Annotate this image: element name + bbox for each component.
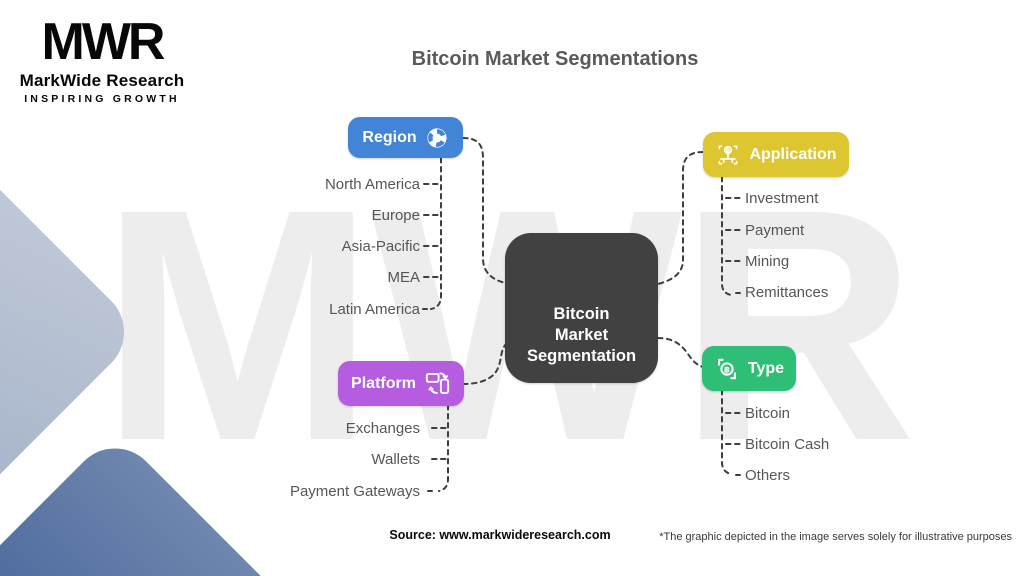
platform-label: Platform	[351, 374, 416, 392]
center-node-line: Market	[554, 326, 609, 344]
region-item: North America	[324, 176, 420, 193]
center-node-line: Bitcoin	[553, 305, 610, 323]
type-item: Bitcoin	[745, 405, 791, 422]
platform-item: Payment Gateways	[289, 483, 420, 500]
workstation-icon: ฿	[718, 145, 738, 164]
application-item: Investment	[745, 190, 819, 207]
platform-item: Wallets	[371, 451, 420, 468]
logo-monogram: MWR	[41, 13, 166, 71]
type-item: Others	[745, 467, 791, 484]
branch-node-platform[interactable]: Platform	[338, 361, 464, 406]
region-item: Asia-Pacific	[341, 238, 420, 255]
application-label: Application	[749, 145, 837, 163]
region-item: MEA	[387, 269, 420, 286]
markwide-logo: MWR MarkWide Research INSPIRING GROWTH	[16, 14, 188, 105]
application-item: Remittances	[745, 284, 829, 301]
application-item: Mining	[745, 253, 790, 270]
globe-icon	[427, 127, 447, 148]
svg-text:฿: ฿	[724, 365, 730, 375]
logo-tagline: INSPIRING GROWTH	[24, 93, 180, 105]
source-text: Source: www.markwideresearch.com	[389, 528, 611, 542]
devices-sync-icon	[425, 372, 450, 395]
platform-item: Exchanges	[345, 420, 420, 437]
region-item: Latin America	[329, 301, 420, 318]
page-title: Bitcoin Market Segmentations	[411, 48, 699, 70]
logo-name: MarkWide Research	[19, 71, 185, 90]
branch-node-region[interactable]: Region	[348, 117, 463, 158]
svg-text:฿: ฿	[726, 146, 731, 154]
type-item: Bitcoin Cash	[745, 436, 830, 453]
center-node: Bitcoin Market Segmentation	[505, 233, 658, 383]
application-item: Payment	[745, 222, 805, 239]
bitcoin-exchange-icon: ฿	[717, 358, 736, 379]
center-node-line: Segmentation	[526, 347, 637, 365]
region-label: Region	[362, 128, 417, 146]
branch-node-type[interactable]: ฿ Type	[702, 346, 796, 391]
region-item: Europe	[371, 207, 420, 224]
type-label: Type	[747, 359, 785, 377]
disclaimer-text: *The graphic depicted in the image serve…	[659, 531, 1012, 543]
branch-node-application[interactable]: ฿ Application	[703, 132, 849, 177]
